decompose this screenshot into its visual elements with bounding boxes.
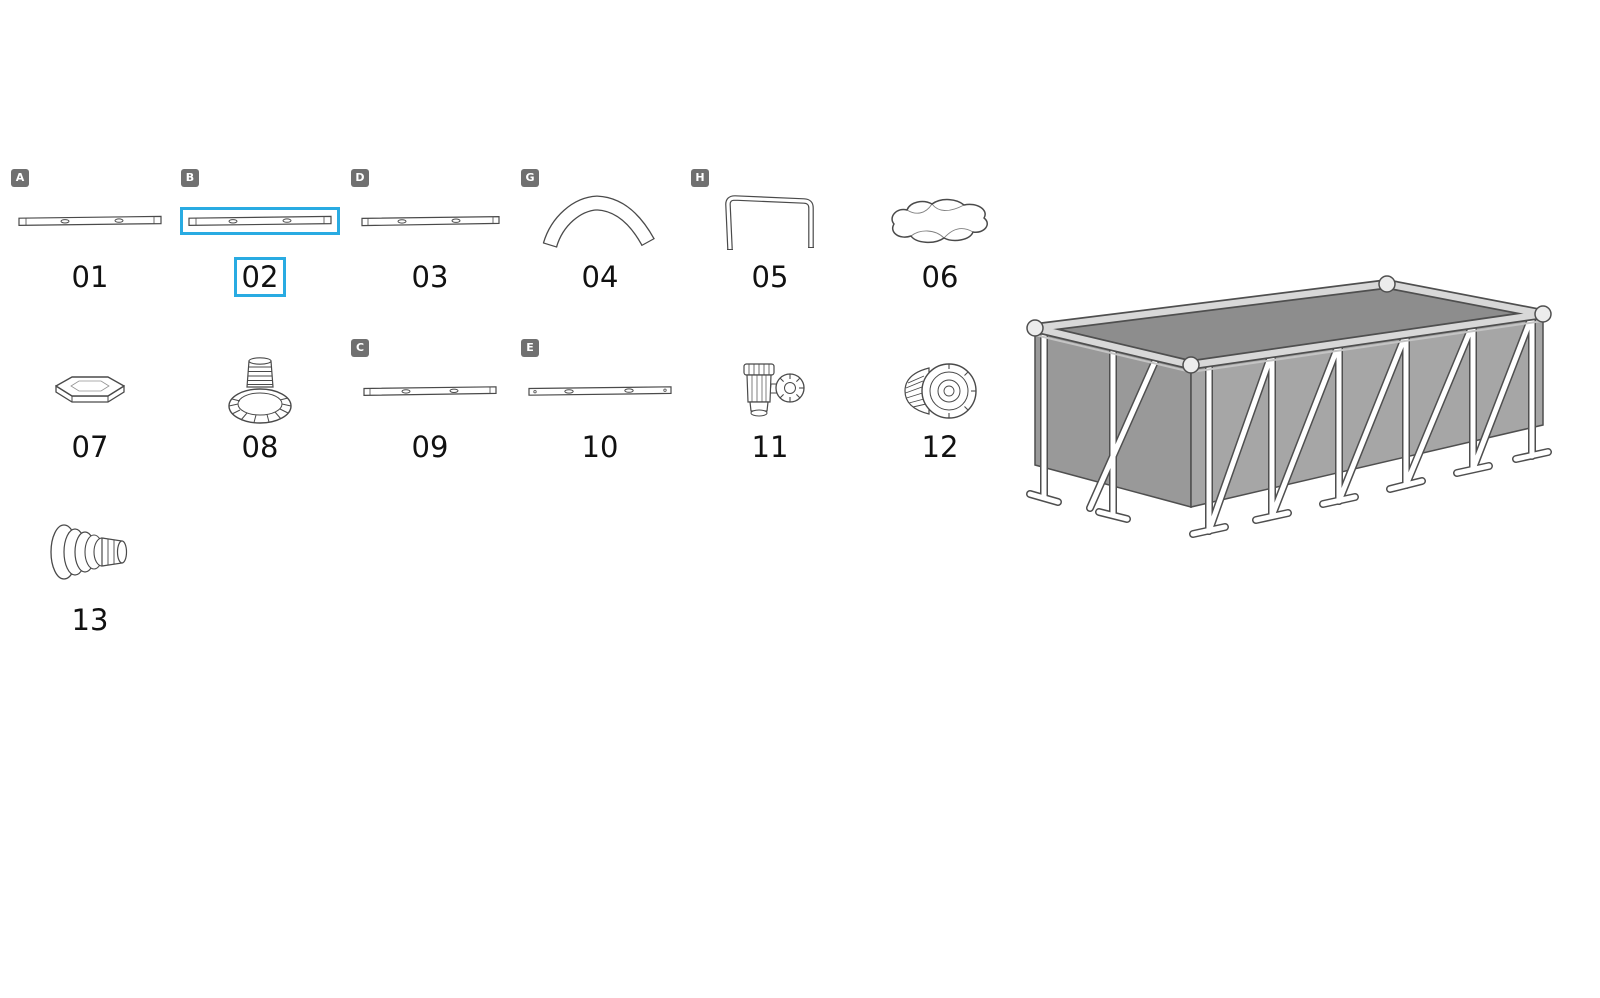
part-09-image[interactable] (345, 355, 515, 427)
frame-rail-icon (363, 386, 497, 397)
part-cell-13[interactable]: 13 (5, 498, 175, 637)
part-10-image[interactable] (515, 355, 685, 427)
part-03-number-text: 03 (411, 260, 449, 294)
part-12-number-text: 12 (921, 430, 959, 464)
part-01-number-text: 01 (71, 260, 109, 294)
pool-frame-tubes (1027, 313, 1551, 537)
part-05-image[interactable] (685, 185, 855, 257)
part-cell-10[interactable]: E 10 (515, 335, 685, 470)
part-08-image[interactable] (175, 355, 345, 427)
top-rail-icon (180, 207, 340, 235)
part-06-number[interactable]: 06 (855, 257, 1025, 297)
part-01-image[interactable] (5, 185, 175, 257)
strainer-connector-icon (904, 363, 977, 419)
part-cell-05[interactable]: H 05 (685, 165, 855, 300)
part-02-number[interactable]: 02 (175, 257, 345, 297)
top-rail-icon (18, 215, 162, 227)
part-05-number[interactable]: 05 (685, 257, 855, 297)
part-cell-03[interactable]: D 03 (345, 165, 515, 300)
part-02-image[interactable] (175, 185, 345, 257)
ribbed-hose-adapter-icon (50, 524, 128, 580)
part-01-group-badge: A (11, 169, 29, 187)
part-cell-04[interactable]: G 04 (515, 165, 685, 300)
part-08-number[interactable]: 08 (175, 427, 345, 467)
part-12-number[interactable]: 12 (855, 427, 1025, 467)
part-02-group-badge: B (181, 169, 199, 187)
part-04-group-badge: G (521, 169, 539, 187)
part-04-number-text: 04 (581, 260, 619, 294)
part-03-image[interactable] (345, 185, 515, 257)
part-09-group-badge: C (351, 339, 369, 357)
part-06-image[interactable] (855, 185, 1025, 257)
part-09-number-text: 09 (411, 430, 449, 464)
part-cell-11[interactable]: 11 (685, 335, 855, 470)
top-rail-icon (360, 215, 500, 227)
part-08-number-text: 08 (241, 430, 279, 464)
rectangular-frame-pool-icon (1026, 275, 1552, 538)
crumpled-cloth-icon (891, 198, 988, 244)
part-cell-09[interactable]: C 09 (345, 335, 515, 470)
part-04-number[interactable]: 04 (515, 257, 685, 297)
part-cell-07[interactable]: 07 (5, 335, 175, 470)
flat-bar-icon (528, 386, 672, 396)
part-05-number-text: 05 (751, 260, 789, 294)
part-09-number[interactable]: 09 (345, 427, 515, 467)
part-cell-01[interactable]: A 01 (5, 165, 175, 300)
elbow-tube-icon (542, 195, 655, 248)
part-07-number[interactable]: 07 (5, 427, 175, 467)
part-cell-12[interactable]: 12 (855, 335, 1025, 470)
part-03-group-badge: D (351, 169, 369, 187)
part-11-number-text: 11 (751, 430, 789, 464)
part-11-image[interactable] (685, 355, 855, 427)
part-04-image[interactable] (515, 185, 685, 257)
part-cell-06[interactable]: 06 (855, 165, 1025, 300)
pool-assembly-illustration (1010, 268, 1558, 586)
part-10-group-badge: E (521, 339, 539, 357)
part-06-number-text: 06 (921, 260, 959, 294)
drain-valve-icon (228, 357, 292, 424)
part-03-number[interactable]: 03 (345, 257, 515, 297)
part-cell-02[interactable]: B 02 (175, 165, 345, 300)
part-10-number[interactable]: 10 (515, 427, 685, 467)
part-13-number-text: 13 (71, 603, 109, 637)
control-valve-icon (743, 363, 805, 417)
part-11-number[interactable]: 11 (685, 427, 855, 467)
part-02-number-text: 02 (233, 257, 287, 297)
part-07-image[interactable] (5, 355, 175, 427)
u-shaped-leg-icon (725, 195, 814, 250)
pool-corner-caps (1026, 275, 1552, 374)
part-13-image[interactable] (5, 510, 175, 592)
part-01-number[interactable]: 01 (5, 257, 175, 297)
part-07-number-text: 07 (71, 430, 109, 464)
part-05-group-badge: H (691, 169, 709, 187)
part-10-number-text: 10 (581, 430, 619, 464)
part-cell-08[interactable]: 08 (175, 335, 345, 470)
hex-cap-icon (55, 376, 125, 403)
part-12-image[interactable] (855, 355, 1025, 427)
part-13-number[interactable]: 13 (5, 600, 175, 640)
